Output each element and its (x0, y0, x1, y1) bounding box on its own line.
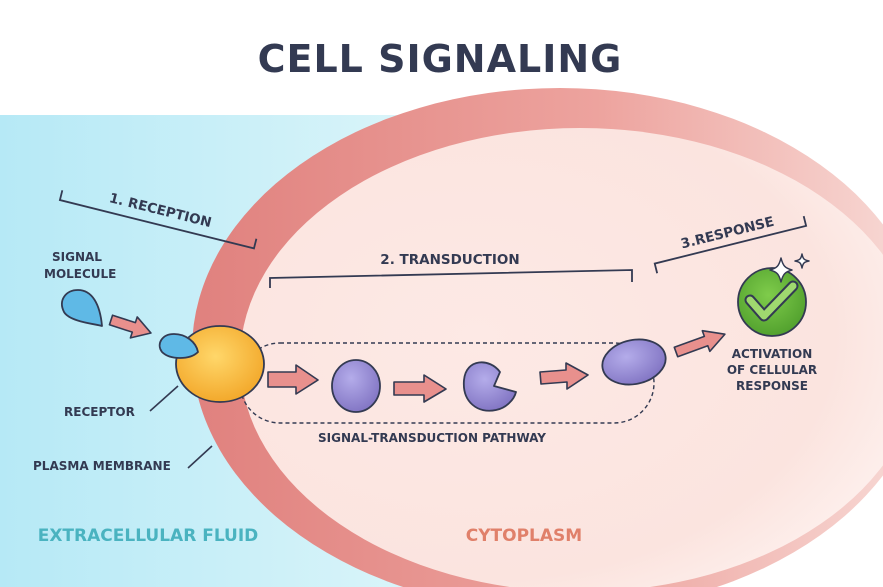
arrow-1 (267, 364, 319, 395)
receptor-leader-line (149, 385, 179, 412)
cytoplasm-region (240, 128, 883, 587)
bound-signal-molecule (158, 333, 199, 359)
activation-label-line3: RESPONSE (736, 379, 808, 393)
extracellular-fluid-label: EXTRACELLULAR FLUID (38, 526, 259, 546)
transduction-label: 2. TRANSDUCTION (380, 252, 519, 268)
relay-protein-2 (463, 361, 517, 412)
plasma-membrane-label: PLASMA MEMBRANE (33, 459, 171, 473)
page-title: CELL SIGNALING (258, 37, 623, 81)
signal-molecule (61, 289, 103, 327)
signal-molecule-label-line1: SIGNAL (52, 250, 102, 264)
arrow-3 (539, 362, 589, 390)
check-icon (737, 267, 807, 337)
activation-label-line2: OF CELLULAR (727, 363, 817, 377)
receptor-label: RECEPTOR (64, 405, 135, 419)
activation-label-line1: ACTIVATION (732, 347, 812, 361)
arrow-2 (393, 374, 447, 403)
relay-protein-3 (601, 338, 667, 386)
plasma-membrane-leader-line (187, 445, 213, 469)
arrow-to-response (673, 329, 726, 358)
sparkle-icon (769, 253, 810, 283)
relay-protein-1 (331, 359, 381, 413)
receptor (175, 325, 265, 403)
cytoplasm-label: CYTOPLASM (466, 526, 582, 546)
signal-molecule-label-line2: MOLECULE (44, 267, 116, 281)
transduction-bracket: 2. TRANSDUCTION (269, 252, 633, 288)
pathway-label: SIGNAL-TRANSDUCTION PATHWAY (318, 431, 546, 445)
arrow-to-receptor (108, 314, 152, 339)
